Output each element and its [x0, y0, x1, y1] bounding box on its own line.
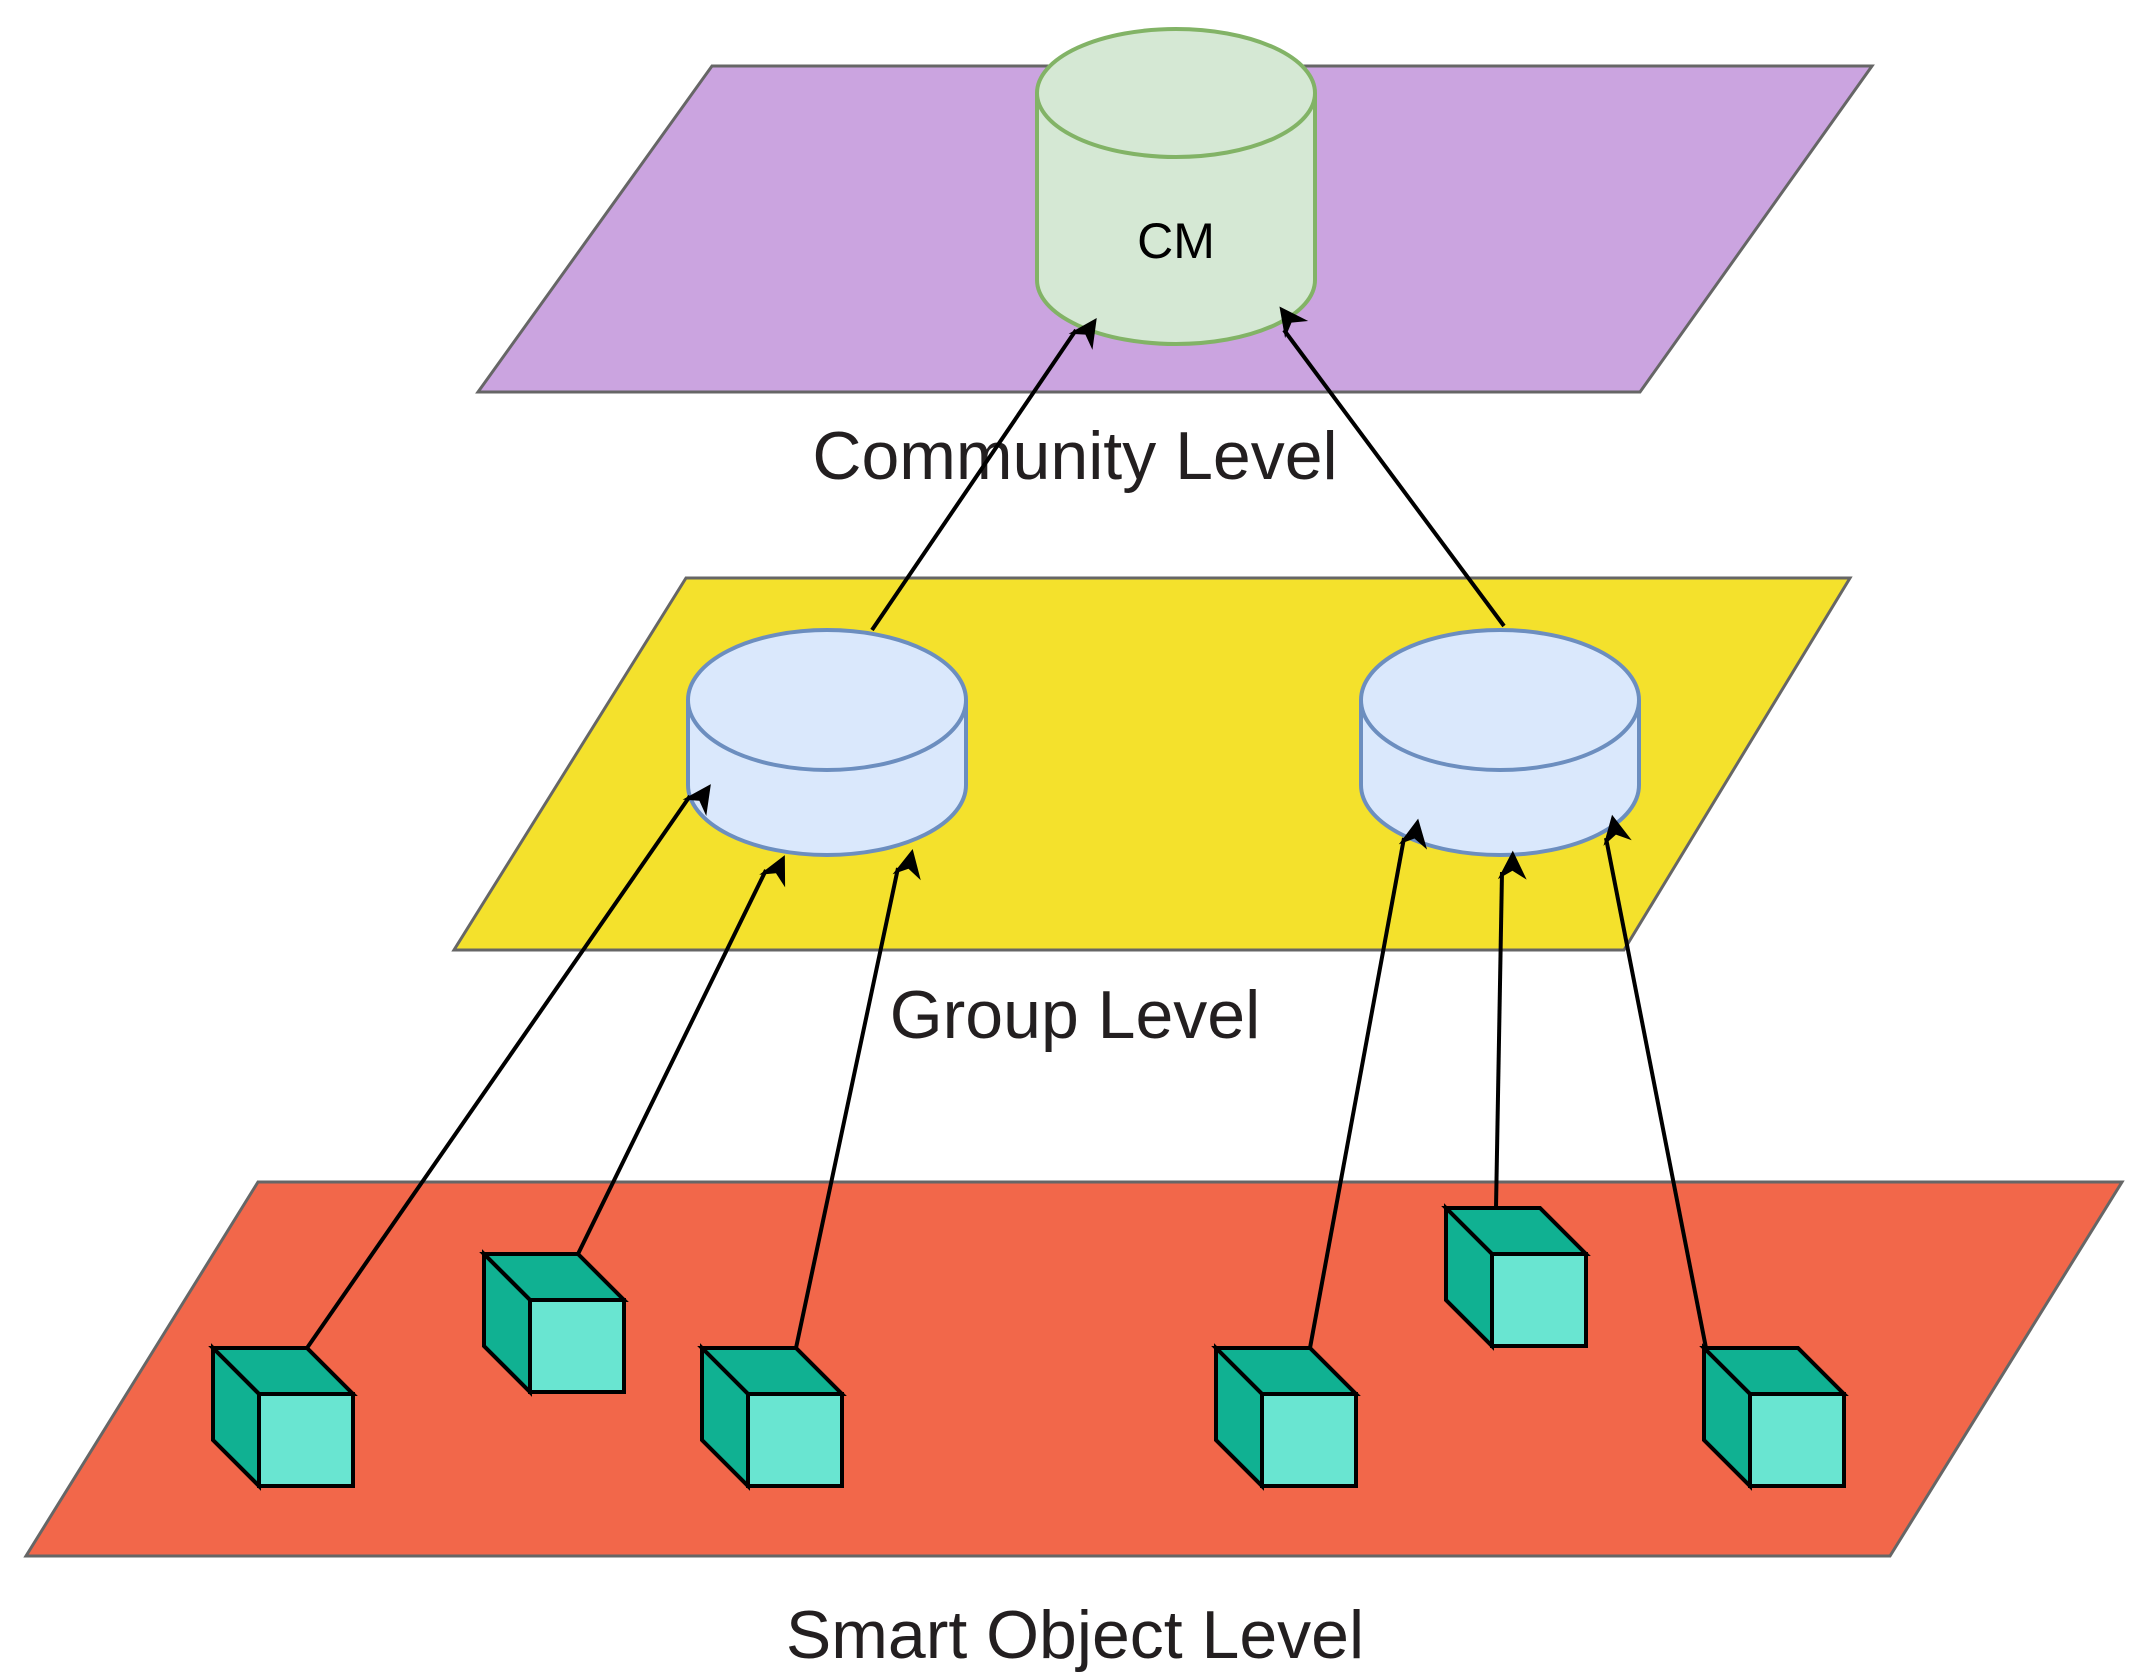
- community-manager-label: CM: [1137, 213, 1215, 269]
- group-level-label: Group Level: [890, 977, 1260, 1053]
- arrow-smart-object-5-to-group-right: [1494, 850, 1527, 1209]
- smart-object-6[interactable]: [1699, 1343, 1849, 1491]
- arrow-smart-object-2-to-group-left: [576, 855, 786, 1255]
- group-node-right[interactable]: [1359, 628, 1641, 857]
- arrow-smart-object-1-to-group-left: [305, 784, 711, 1350]
- group-node-left[interactable]: [686, 628, 968, 857]
- arrow-smart-object-3-to-group-left: [794, 849, 921, 1349]
- smart-object-level-label: Smart Object Level: [786, 1597, 1364, 1673]
- arrow-smart-object-6-to-group-right: [1603, 814, 1708, 1349]
- community-manager-cylinder[interactable]: CM: [1035, 27, 1317, 346]
- smart-object-5[interactable]: [1441, 1203, 1591, 1351]
- arrow-group-right-to-community-manager: [1279, 306, 1506, 628]
- arrow-group-left-to-community-manager: [870, 317, 1097, 632]
- smart-object-3[interactable]: [697, 1343, 847, 1491]
- arrow-smart-object-4-to-group-right: [1308, 818, 1428, 1349]
- smart-object-2[interactable]: [479, 1249, 629, 1397]
- smart-object-4[interactable]: [1211, 1343, 1361, 1491]
- smart-object-1[interactable]: [208, 1343, 358, 1491]
- community-level-label: Community Level: [812, 418, 1337, 494]
